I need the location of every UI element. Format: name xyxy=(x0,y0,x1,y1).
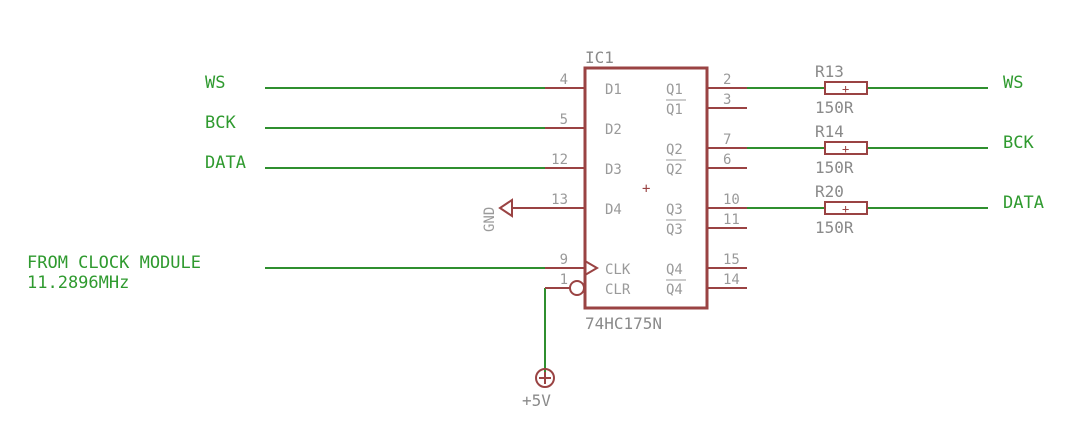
pin-num-d4: 13 xyxy=(551,192,568,208)
r14-origin-cross: + xyxy=(842,142,849,156)
ic-body xyxy=(583,66,709,310)
pin-num-q3-bar: 11 xyxy=(723,212,740,228)
r20-origin-cross: + xyxy=(842,202,849,216)
pin-num-q3: 10 xyxy=(723,192,740,208)
net-label-data: DATA xyxy=(205,153,246,173)
r13-origin-cross: + xyxy=(842,82,849,96)
resistor-r14 xyxy=(824,141,868,155)
pin-name-q1: Q1 xyxy=(666,82,683,98)
ic-origin-cross: + xyxy=(642,181,650,197)
pin-num-d1: 4 xyxy=(560,72,568,88)
pin-name-q2: Q2 xyxy=(666,142,683,158)
output-label-data: DATA xyxy=(1003,193,1044,213)
pin-num-clr: 1 xyxy=(560,272,568,288)
pin-num-d3: 12 xyxy=(551,152,568,168)
r20-ref-label: R20 xyxy=(815,182,844,201)
power-supply-icon xyxy=(535,368,555,388)
ic-value-label: 74HC175N xyxy=(585,314,662,333)
r14-value-label: 150R xyxy=(815,158,854,177)
r13-ref-label: R13 xyxy=(815,62,844,81)
pin-name-q4: Q4 xyxy=(666,262,683,278)
clk-edge-marker xyxy=(584,260,599,276)
pin-name-q1-bar: Q1 xyxy=(666,102,683,118)
pin-name-q3: Q3 xyxy=(666,202,683,218)
ic-ref-label: IC1 xyxy=(585,48,614,67)
pin-num-q2-bar: 6 xyxy=(723,152,731,168)
pin-name-clk: CLK xyxy=(605,262,631,278)
pin-name-d1: D1 xyxy=(605,82,622,98)
net-label-ws: WS xyxy=(205,73,225,93)
pin-num-d2: 5 xyxy=(560,112,568,128)
resistor-r13 xyxy=(824,81,868,95)
output-label-ws: WS xyxy=(1003,73,1023,93)
pin-name-d3: D3 xyxy=(605,162,622,178)
r14-ref-label: R14 xyxy=(815,122,844,141)
pin-name-q3-bar: Q3 xyxy=(666,222,683,238)
clr-inversion-bubble xyxy=(569,280,585,296)
r20-value-label: 150R xyxy=(815,218,854,237)
pin-num-q1-bar: 3 xyxy=(723,92,731,108)
gnd-label: GND xyxy=(482,207,498,232)
pin-name-q4-bar: Q4 xyxy=(666,282,683,298)
pin-name-d4: D4 xyxy=(605,202,622,218)
resistor-r20 xyxy=(824,201,868,215)
output-label-bck: BCK xyxy=(1003,133,1034,153)
pin-num-q2: 7 xyxy=(723,132,731,148)
net-label-clock-line2: 11.2896MHz xyxy=(27,273,129,293)
power-label: +5V xyxy=(522,391,551,410)
pin-name-clr: CLR xyxy=(605,282,631,298)
pin-num-clk: 9 xyxy=(560,252,568,268)
gnd-symbol-icon xyxy=(498,198,513,218)
net-label-clock-line1: FROM CLOCK MODULE xyxy=(27,253,201,273)
r13-value-label: 150R xyxy=(815,98,854,117)
pin-name-q2-bar: Q2 xyxy=(666,162,683,178)
pin-num-q4: 15 xyxy=(723,252,740,268)
net-label-bck: BCK xyxy=(205,113,236,133)
pin-name-d2: D2 xyxy=(605,122,622,138)
pin-num-q4-bar: 14 xyxy=(723,272,740,288)
pin-num-q1: 2 xyxy=(723,72,731,88)
